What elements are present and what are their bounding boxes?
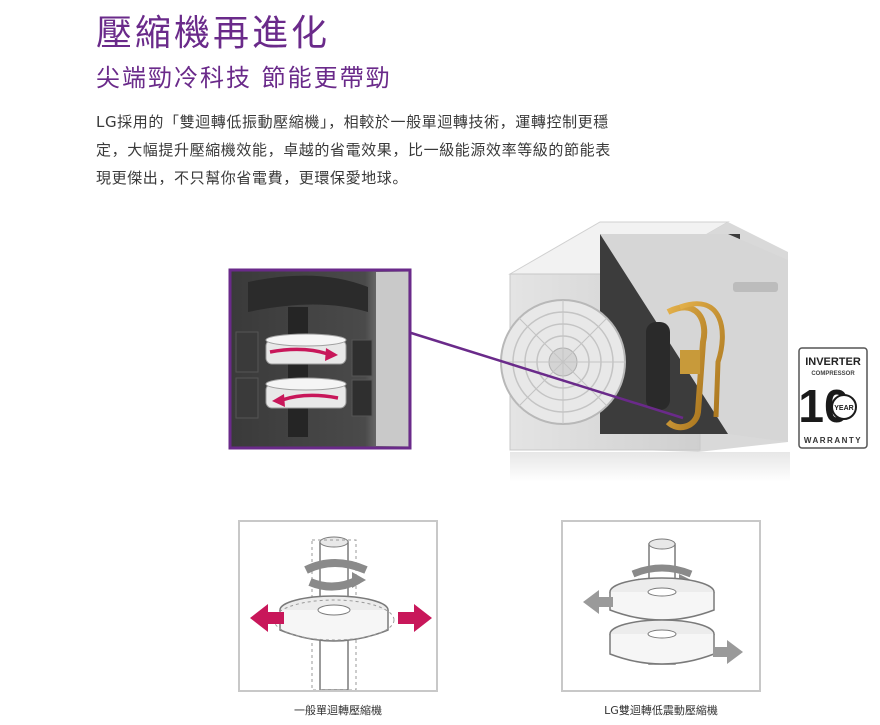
badge-inverter-label: INVERTER: [805, 356, 861, 368]
single-rotary-diagram: [238, 520, 438, 692]
fan-grille-image: [500, 299, 626, 425]
zoom-connector-line: [407, 330, 684, 420]
rotation-arrow-right-icon: [269, 347, 329, 356]
compressor-image: [646, 301, 725, 431]
page-subtitle: 尖端勁冷科技 節能更帶勁: [96, 64, 392, 92]
twin-rotary-diagram: [561, 520, 761, 692]
balance-arrow-left-icon: [583, 590, 613, 614]
description-line-2: 定，大幅提升壓縮機效能，卓越的省電效果，比一級能源效率等級的節能表: [96, 141, 611, 159]
vibration-arrow-left-icon: [250, 604, 284, 632]
single-rotary-illustration: [250, 536, 432, 691]
hero-illustration: INVERTER COMPRESSOR 10 YEAR WARRANTY: [228, 221, 868, 482]
rotation-arrow-left-icon: [281, 393, 339, 402]
compressor-zoom-inset: [228, 268, 412, 450]
badge-warranty-label: WARRANTY: [804, 436, 862, 445]
balance-arrow-right-icon: [713, 640, 743, 664]
twin-rotary-caption: LG雙迴轉低震動壓縮機: [604, 704, 718, 717]
twin-rotary-illustration: [583, 538, 743, 665]
outdoor-unit-image: [500, 221, 790, 482]
badge-year-unit: YEAR: [834, 405, 853, 412]
inverter-warranty-badge: INVERTER COMPRESSOR 10 YEAR WARRANTY: [798, 347, 868, 449]
page-title: 壓縮機再進化: [96, 13, 331, 54]
badge-compressor-label: COMPRESSOR: [811, 371, 855, 377]
description-paragraph: LG採用的「雙迴轉低振動壓縮機」，相較於一般單迴轉技術，運轉控制更穩 定，大幅提…: [96, 108, 736, 192]
single-rotary-caption: 一般單迴轉壓縮機: [294, 704, 382, 717]
description-line-1: LG採用的「雙迴轉低振動壓縮機」，相較於一般單迴轉技術，運轉控制更穩: [96, 113, 609, 131]
vibration-arrow-right-icon: [398, 604, 432, 632]
description-line-3: 現更傑出，不只幫你省電費，更環保愛地球。: [96, 169, 409, 187]
